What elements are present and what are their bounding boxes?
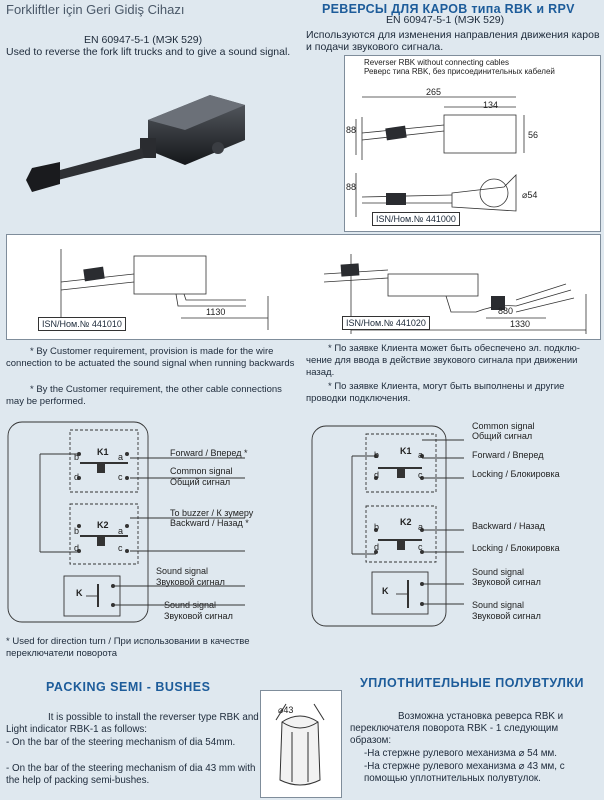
- dim-134: 134: [483, 100, 499, 110]
- left-sound2-en: Sound signal: [164, 600, 217, 610]
- dim-265: 265: [426, 87, 442, 97]
- note-en-2: * By the Customer requirement, the other…: [6, 384, 282, 407]
- dim-88-lower: 88: [346, 182, 357, 192]
- right-backward: Backward / Назад: [472, 521, 545, 531]
- drawing-mid-lines: [60, 249, 587, 334]
- right-forward: Forward / Вперед: [472, 450, 544, 460]
- left-a1: a: [118, 452, 124, 462]
- left-k: K: [76, 588, 83, 598]
- right-sound2-ru: Звуковой сигнал: [472, 611, 541, 621]
- circuit-left-diagram: [7, 421, 245, 623]
- left-buzzer: To buzzer / К зумеру: [170, 508, 254, 518]
- dim-880: 880: [498, 306, 514, 316]
- left-b1: b: [74, 452, 80, 462]
- right-k1: K1: [400, 446, 412, 456]
- left-forward: Forward / Вперед *: [170, 448, 248, 458]
- left-c2: c: [118, 543, 123, 553]
- direction-note: * Used for direction turn / При использо…: [6, 636, 250, 659]
- left-d1: d: [74, 472, 80, 482]
- dim-1130: 1130: [206, 307, 226, 317]
- standard-ru: EN 60947-5-1 (МЭК 529): [386, 14, 505, 26]
- right-b2: b: [374, 522, 380, 532]
- left-sound1-ru: Звуковой сигнал: [156, 577, 225, 587]
- left-backward: Backward / Назад *: [170, 518, 249, 528]
- right-k: K: [382, 586, 389, 596]
- standard-en: EN 60947-5-1 (МЭК 529): [84, 34, 203, 46]
- note-ru-2: * По заявке Клиента, могут быть выполнен…: [306, 381, 565, 404]
- drawing-top-lines: [355, 96, 525, 217]
- right-common-en: Common signal: [472, 421, 535, 431]
- right-locking-1: Locking / Блокировка: [472, 469, 560, 479]
- left-b2: b: [74, 526, 80, 536]
- right-c2: c: [418, 542, 423, 552]
- left-a2: a: [118, 526, 124, 536]
- isn-441000: ISN/Ном.№ 441000: [372, 212, 460, 226]
- right-b1: b: [374, 450, 380, 460]
- right-d2: d: [374, 542, 380, 552]
- packing-en-p1: It is possible to install the reverser t…: [6, 712, 259, 735]
- dim-88-upper: 88: [346, 125, 357, 135]
- isn-441020: ISN/Ном.№ 441020: [342, 316, 430, 330]
- right-a2: a: [418, 522, 424, 532]
- dim-54: ⌀54: [522, 190, 538, 200]
- left-d2: d: [74, 543, 80, 553]
- isn-441010: ISN/Ном.№ 441010: [38, 317, 126, 331]
- drawing-caption-ru: Реверс типа RBK, без присоединительных к…: [364, 67, 555, 76]
- left-c1: c: [118, 472, 123, 482]
- packing-title-en: PACKING SEMI - BUSHES: [46, 680, 211, 694]
- right-sound1-en: Sound signal: [472, 567, 525, 577]
- left-common-ru: Общий сигнал: [170, 477, 231, 487]
- right-k2: K2: [400, 517, 412, 527]
- intro-text-ru: Используются для изменения направления д…: [306, 29, 600, 53]
- dim-1330: 1330: [510, 319, 531, 329]
- title-left: Forkliftler için Geri Gidiş Cihazı: [6, 2, 185, 17]
- note-ru-1: * По заявке Клиента может быть обеспечен…: [306, 343, 580, 378]
- packing-title-ru: УПЛОТНИТЕЛЬНЫЕ ПОЛУВТУЛКИ: [360, 676, 585, 690]
- drawing-caption-en: Reverser RBK without connecting cables: [364, 58, 509, 67]
- packing-ru-p3: -На стержне рулевого механизма ⌀ 43 мм, …: [364, 761, 565, 784]
- left-sound2-ru: Звуковой сигнал: [164, 611, 233, 621]
- circuit-right-diagram: [311, 425, 464, 627]
- packing-ru-p2: -На стержне рулевого механизма ⌀ 54 мм.: [364, 748, 557, 759]
- packing-en-p2: - On the bar of the steering mechanism o…: [6, 737, 236, 748]
- left-common-en: Common signal: [170, 466, 233, 476]
- right-a1: a: [418, 450, 424, 460]
- reverser-photo: [26, 95, 245, 192]
- right-sound2-en: Sound signal: [472, 600, 525, 610]
- left-k2: K2: [97, 520, 109, 530]
- right-d1: d: [374, 470, 380, 480]
- right-c1: c: [418, 470, 423, 480]
- left-sound1-en: Sound signal: [156, 566, 209, 576]
- intro-text-en: Used to reverse the fork lift trucks and…: [6, 46, 291, 58]
- semi-bush-icon: [275, 703, 325, 786]
- bush-dim-43: ⌀43: [278, 705, 294, 715]
- dim-56: 56: [528, 130, 539, 140]
- packing-en-p3: - On the bar of the steering mechanism o…: [6, 763, 256, 786]
- title-right: РЕВЕРСЫ ДЛЯ КАРОВ типа RBK и RPV: [322, 2, 575, 16]
- packing-ru-p1: Возможна установка реверса RBK и переклю…: [350, 711, 564, 746]
- right-sound1-ru: Звуковой сигнал: [472, 577, 541, 587]
- right-common-ru: Общий сигнал: [472, 431, 533, 441]
- right-locking-2: Locking / Блокировка: [472, 543, 560, 553]
- note-en-1: * By Customer requirement, provision is …: [6, 346, 295, 369]
- left-k1: K1: [97, 447, 109, 457]
